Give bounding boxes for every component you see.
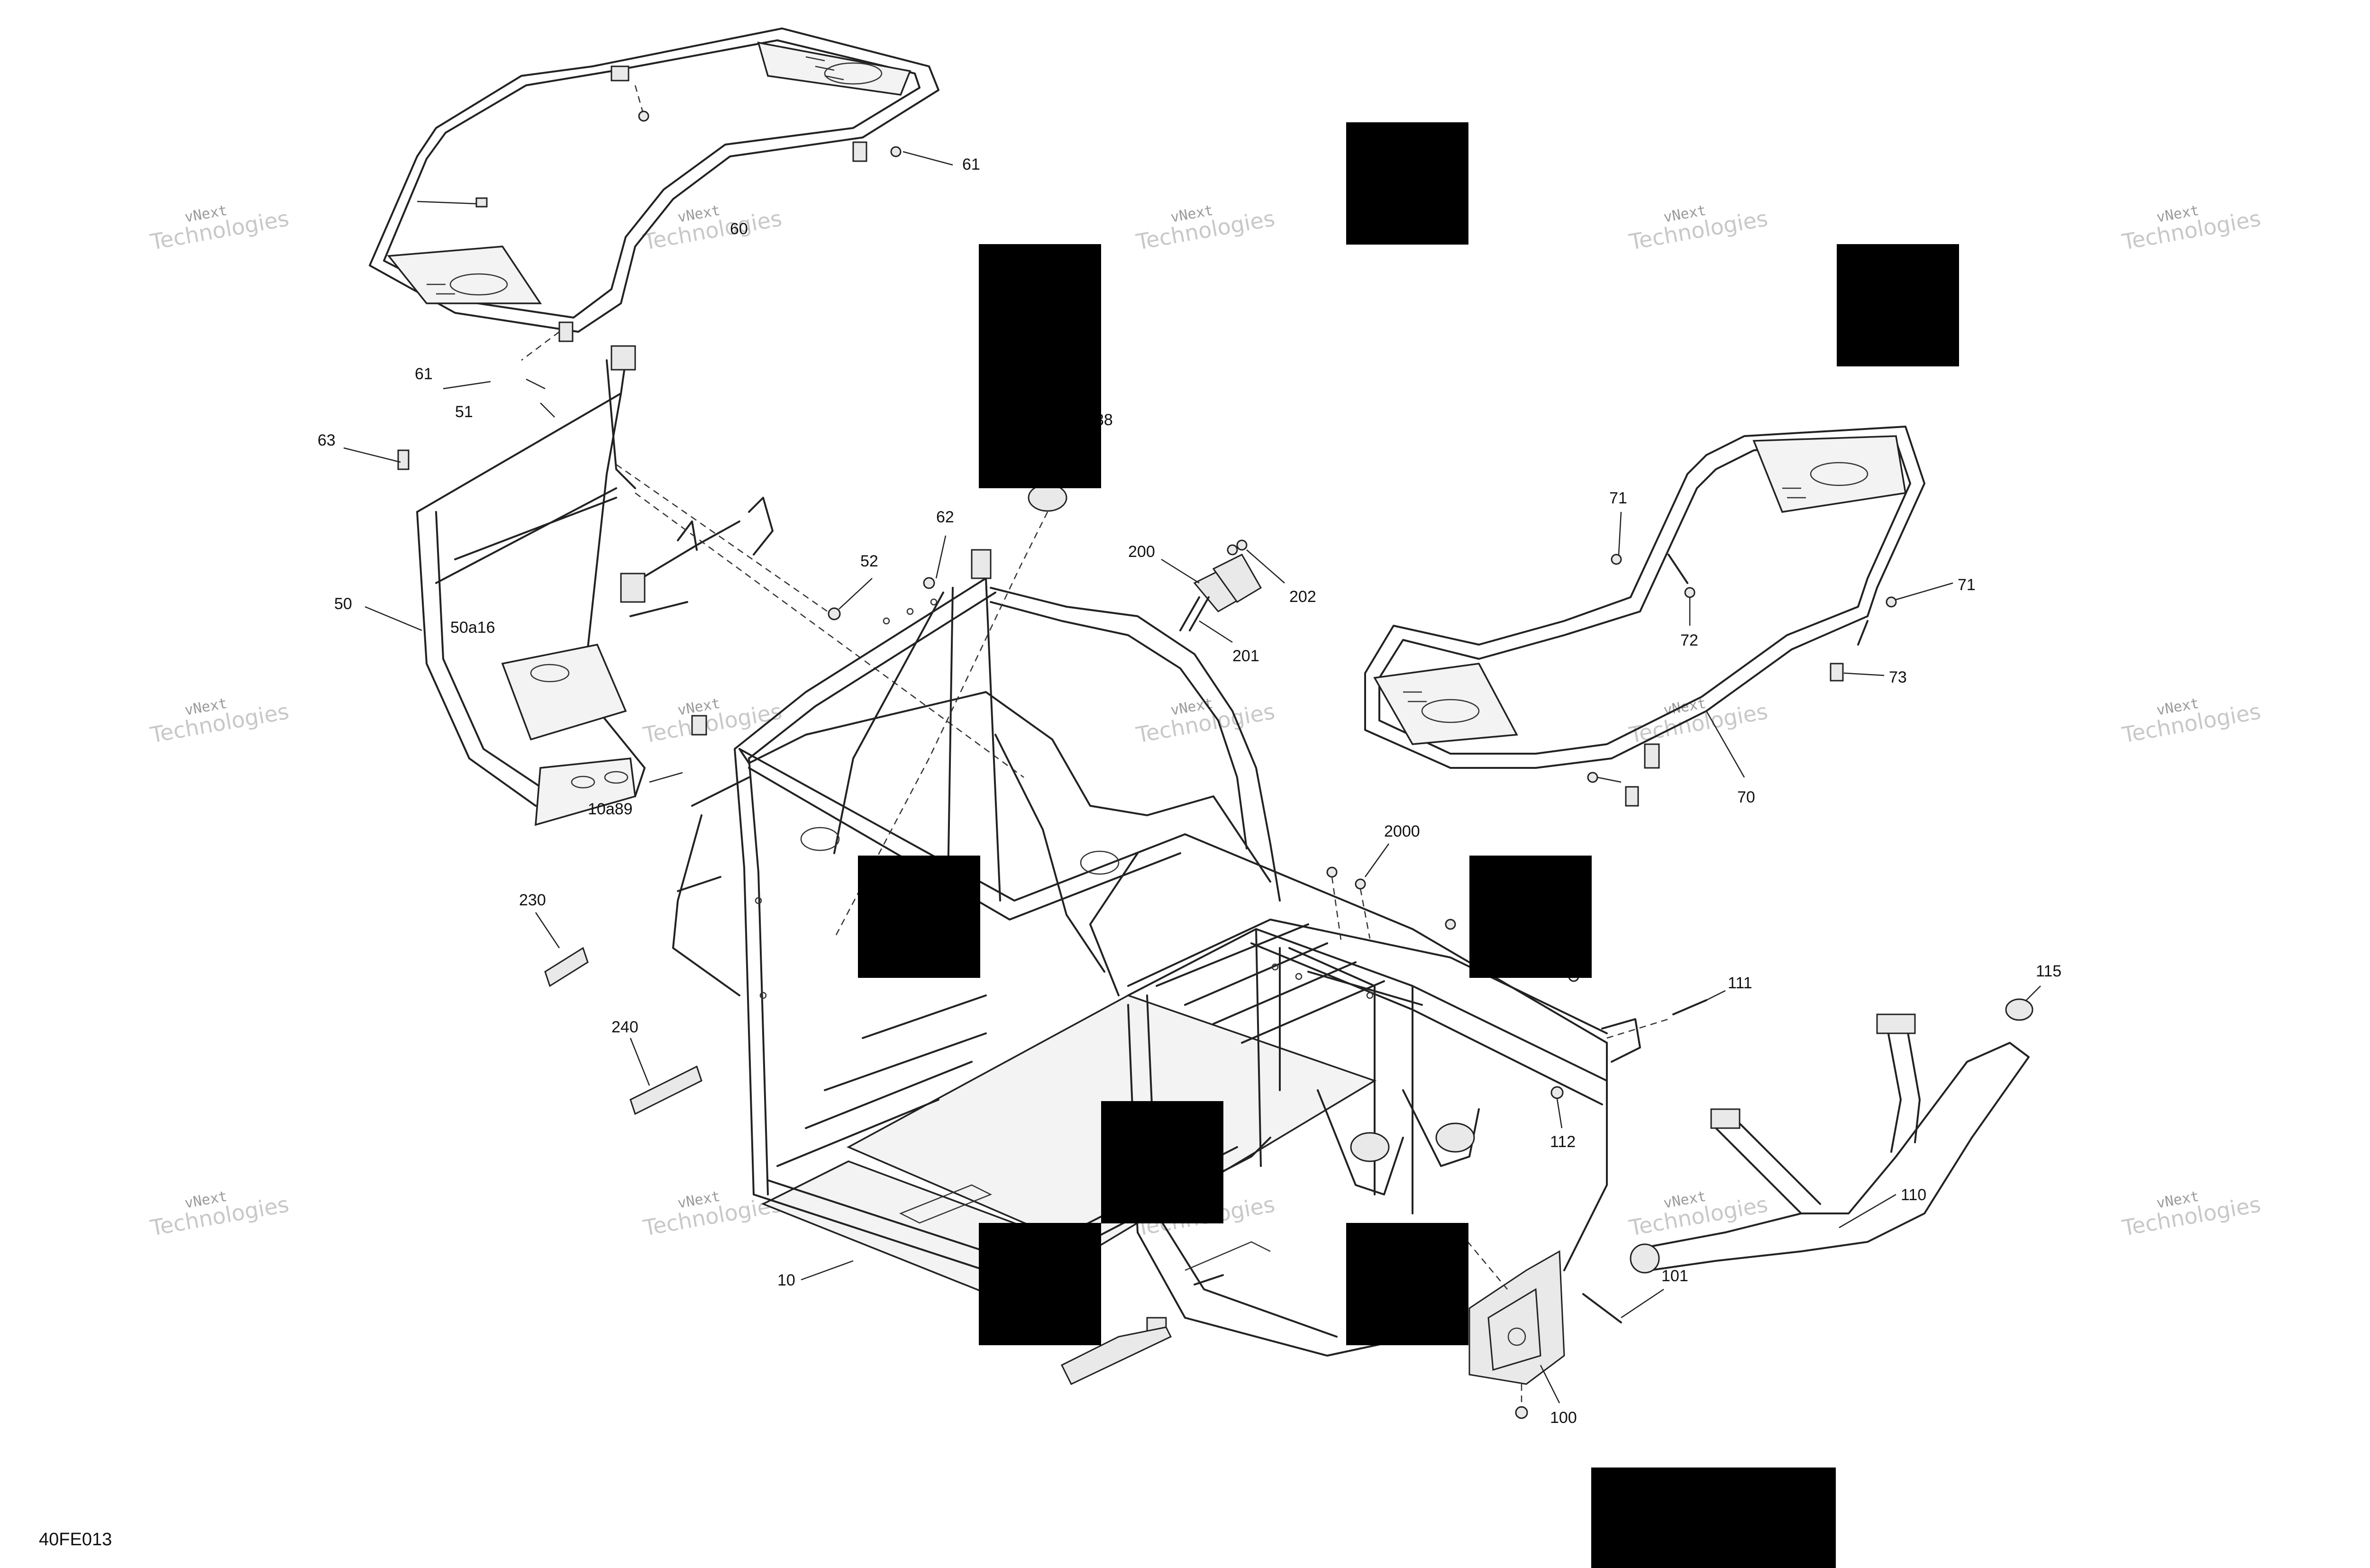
plate-230[interactable] [544,947,589,987]
front-bumper-110[interactable] [1630,998,2033,1274]
rear-rack-60[interactable] [369,27,939,342]
callout-115: 115 [2036,962,2061,980]
bolt-2000 [1326,866,1338,878]
redaction-block [1346,1223,1468,1345]
callout-112: 112 [1550,1133,1576,1151]
nut-62 [923,577,935,589]
clip-63 [397,449,410,470]
plate-240[interactable] [629,1065,702,1115]
plug-115 [2005,998,2033,1021]
nut-61 [638,110,649,122]
callout-201: 201 [1232,647,1259,665]
figure-id: 40FE013 [39,1530,112,1550]
part-38 [1028,483,1067,512]
callout-240: 240 [611,1018,638,1036]
callout-101: 101 [1661,1267,1688,1285]
callout-71: 71 [1958,576,1976,594]
redaction-block [979,1223,1101,1345]
redaction-block [1469,856,1592,978]
bolt-101 [1582,1293,1622,1323]
callout-111: 111 [1728,974,1752,992]
bolt-2000 [1355,878,1366,890]
callout-52: 52 [860,552,878,570]
bolt-71 [1611,554,1622,565]
callout-60: 60 [730,220,748,238]
callout-10: 10 [777,1271,795,1289]
redaction-block [1837,244,1959,366]
callout-100: 100 [1550,1409,1577,1427]
front-bumper-50[interactable] [416,345,774,826]
clip-73 [1830,663,1844,682]
callout-200: 200 [1128,543,1155,561]
rear-rack-70[interactable] [1364,426,1925,807]
callout-61: 61 [415,365,433,383]
nut-52 [828,607,841,620]
hitch-bracket-100[interactable] [1468,1250,1565,1419]
callout-73: 73 [1889,668,1907,686]
callout-51: 51 [455,403,473,421]
bolt-111 [1672,999,1707,1015]
nut-61 [890,146,902,157]
callout-230: 230 [519,891,546,909]
callout-71: 71 [1609,489,1627,507]
redaction-block [1346,122,1468,245]
redaction-blocks [858,122,1959,1568]
nut-112 [1550,1086,1564,1099]
callout-72: 72 [1680,631,1698,649]
redaction-block [1101,1101,1223,1223]
redaction-block [858,856,980,978]
rack-deck-front [757,41,912,96]
callout-110: 110 [1901,1186,1926,1204]
callout-202: 202 [1289,588,1316,606]
bracket-200[interactable] [1179,539,1262,631]
redaction-block [979,244,1101,488]
callout-70: 70 [1737,788,1755,806]
callout-2000: 2000 [1384,822,1420,840]
callout-50a16: 50a16 [450,619,495,637]
redaction-block [1591,1468,1836,1568]
callout-63: 63 [318,431,336,449]
callout-50: 50 [334,595,352,613]
callout-10a89: 10a89 [588,800,633,818]
callout-62: 62 [936,508,954,526]
nut-72 [1684,587,1695,598]
bolt-71 [1886,596,1897,608]
callout-61: 61 [962,155,980,173]
